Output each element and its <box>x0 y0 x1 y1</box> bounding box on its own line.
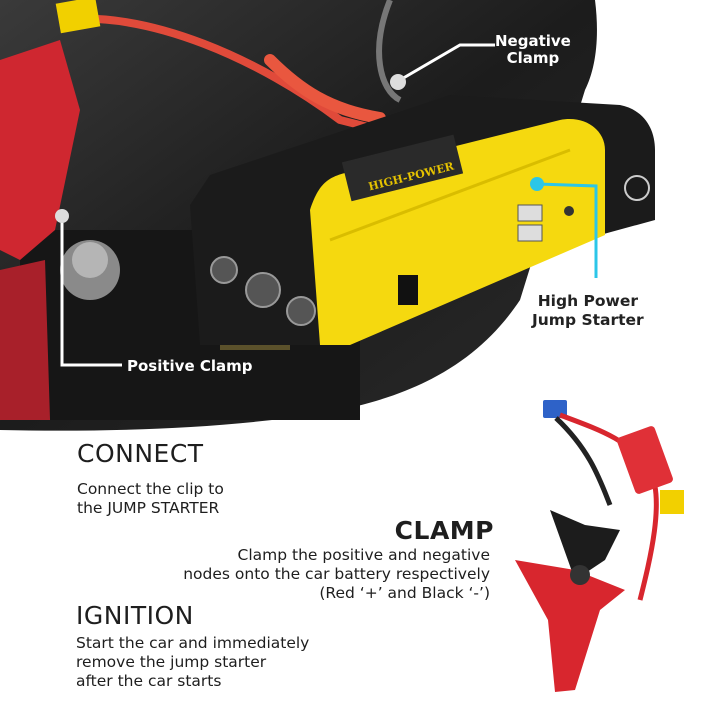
ignition-line: remove the jump starter <box>76 653 267 671</box>
positive-clamp-label: Positive Clamp <box>127 357 253 375</box>
negative-clamp-label: Negative Clamp <box>495 33 571 67</box>
jump-starter-line-1: High Power <box>537 292 638 310</box>
negative-clamp-line-1: Negative <box>495 32 571 50</box>
clamp-line: nodes onto the car battery respectively <box>183 565 490 583</box>
connect-line: Connect the clip to <box>77 480 224 498</box>
ignition-line: after the car starts <box>76 672 222 690</box>
connect-line: the JUMP STARTER <box>77 499 220 517</box>
positive-clamp-photo <box>0 40 80 260</box>
clamp-line: Clamp the positive and negative <box>237 546 490 564</box>
jump-starter-leader <box>536 182 598 278</box>
jump-starter-label: High Power Jump Starter <box>532 292 644 330</box>
clamp-text: Clamp the positive and negative nodes on… <box>183 546 490 603</box>
ignition-title: IGNITION <box>76 601 194 630</box>
connect-text: Connect the clip to the JUMP STARTER <box>77 480 224 518</box>
clamp-title: CLAMP <box>394 516 494 545</box>
positive-clamp-leader <box>60 218 122 367</box>
negative-clamp-leader <box>399 43 495 82</box>
jump-starter-device: HIGH-POWER <box>190 95 655 345</box>
ignition-line: Start the car and immediately <box>76 634 310 652</box>
connect-title: CONNECT <box>77 439 204 468</box>
clamp-line: (Red ‘+’ and Black ‘-’) <box>319 584 490 602</box>
negative-clamp-line-2: Clamp <box>506 49 560 67</box>
clamp-cable-set <box>515 400 684 692</box>
ignition-text: Start the car and immediately remove the… <box>76 634 309 691</box>
jump-starter-line-2: Jump Starter <box>532 311 644 329</box>
